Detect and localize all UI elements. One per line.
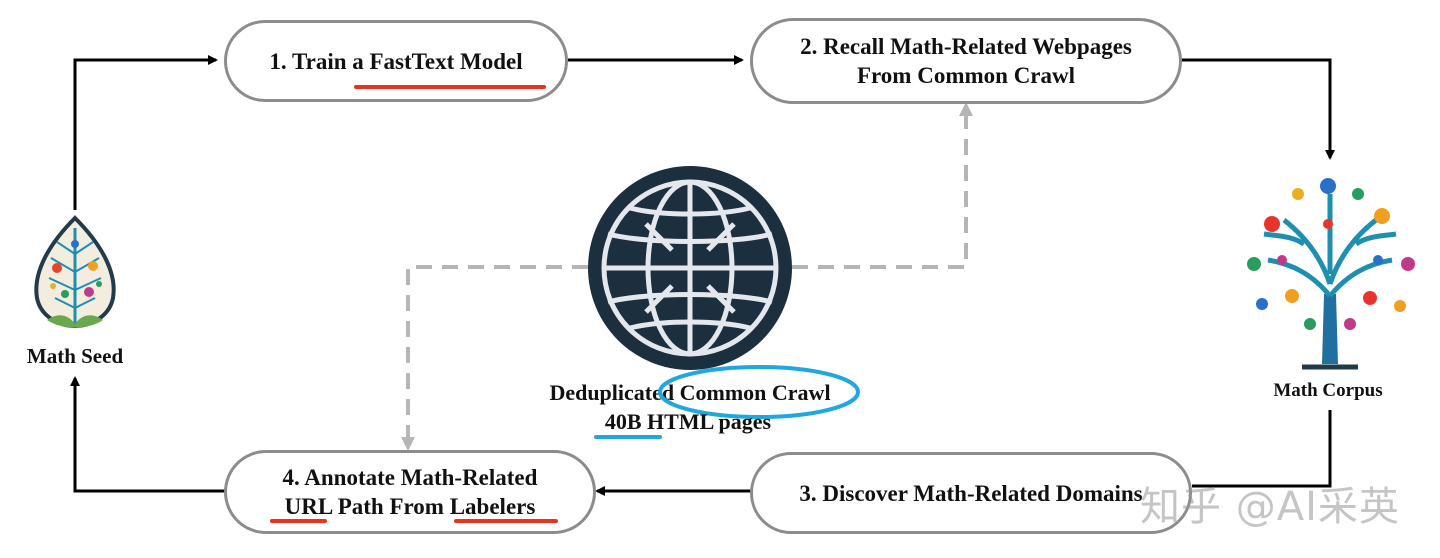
- step4-labelers-text: Labelers: [449, 494, 536, 519]
- watermark: 知乎 @AI采英: [1140, 484, 1400, 530]
- step1-label: 1. Train a FastText Model: [269, 48, 523, 74]
- dashed-globe-to-step4: [401, 265, 588, 451]
- step1-underline: [354, 85, 546, 89]
- step4-url-text: URL: [284, 494, 332, 519]
- globe-icon: [588, 166, 792, 370]
- deduplicated-text: Deduplicated: [549, 380, 680, 405]
- step3-label: 3. Discover Math-Related Domains: [799, 480, 1143, 506]
- step4-url-underline: [270, 519, 327, 523]
- step2-label-line1: 2. Recall Math-Related Webpages: [800, 34, 1132, 59]
- math-tree-icon: [1244, 172, 1416, 370]
- common-crawl-text: Common Crawl: [679, 380, 831, 405]
- arrow-step2-to-corpus: [1182, 58, 1335, 160]
- leaf-icon: [34, 215, 116, 329]
- step4-label-line1: 4. Annotate Math-Related: [282, 465, 538, 490]
- step4-labelers-underline: [454, 519, 558, 523]
- arrow-seed-to-step1: [73, 55, 218, 210]
- step3-box: 3. Discover Math-Related Domains: [750, 452, 1192, 534]
- arrow-step4-to-seed: [70, 376, 226, 493]
- common-crawl-label-line2: 40B HTML pages: [588, 409, 788, 435]
- math-corpus-label: Math Corpus: [1273, 380, 1383, 401]
- math-seed-label: Math Seed: [26, 344, 124, 368]
- step2-label-line2: From Common Crawl: [856, 63, 1076, 88]
- common-crawl-highlight-ellipse: [658, 365, 860, 419]
- dashed-globe-to-step2: [792, 102, 973, 269]
- html-pages-text: HTML pages: [641, 409, 772, 434]
- step4-label-line2: URL Path From Labelers: [285, 492, 536, 521]
- common-crawl-label-line1: Deduplicated Common Crawl: [528, 380, 852, 406]
- step4-path-from-text: Path From: [331, 494, 450, 519]
- step1-box: 1. Train a FastText Model: [224, 20, 568, 102]
- page-count-text: 40B: [604, 409, 642, 434]
- arrow-corpus-to-step3: [1192, 410, 1332, 488]
- step2-box: 2. Recall Math-Related Webpages From Com…: [750, 18, 1182, 104]
- page-count-underline: [594, 435, 662, 439]
